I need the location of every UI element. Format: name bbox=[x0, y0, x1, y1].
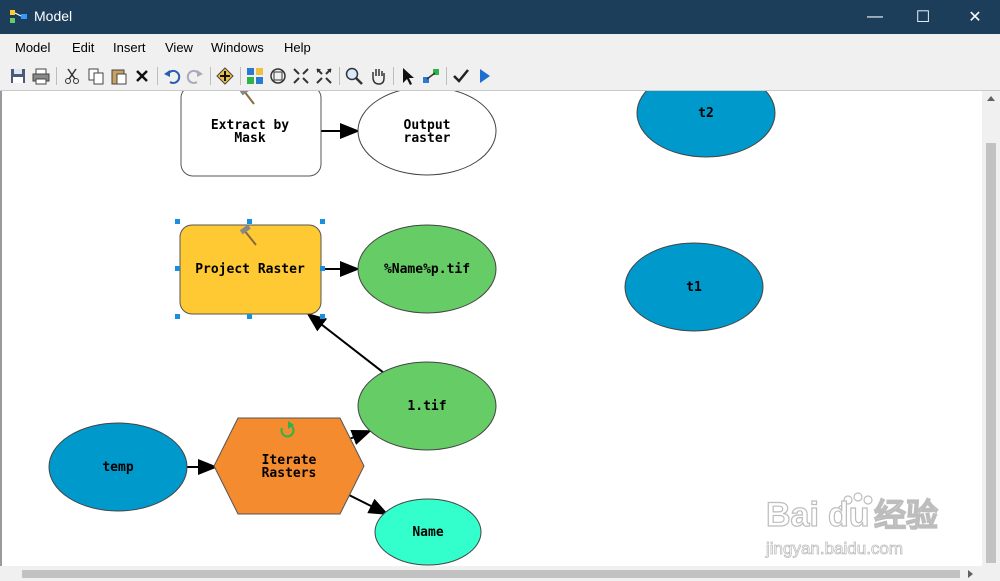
menu-view[interactable]: View bbox=[165, 40, 193, 55]
select-icon[interactable] bbox=[398, 66, 418, 86]
print-icon[interactable] bbox=[31, 66, 51, 86]
node-name[interactable]: Name bbox=[374, 498, 482, 566]
run-icon[interactable] bbox=[474, 66, 494, 86]
node-label: Project Raster bbox=[195, 262, 305, 277]
model-canvas[interactable]: Extract by Mask Output raster Project Ra… bbox=[0, 91, 984, 566]
node-extract-by-mask[interactable]: Extract by Mask bbox=[180, 91, 322, 177]
full-extent-icon[interactable] bbox=[268, 66, 288, 86]
maximize-button[interactable]: ☐ bbox=[915, 9, 931, 26]
menu-model[interactable]: Model bbox=[15, 40, 51, 55]
node-name-p-tif[interactable]: %Name%p.tif bbox=[357, 224, 497, 314]
node-label: Name bbox=[412, 525, 443, 540]
node-label: Mask bbox=[234, 131, 265, 146]
close-button[interactable]: ✕ bbox=[968, 9, 982, 26]
node-t1[interactable]: t1 bbox=[624, 242, 764, 332]
iterate-icon bbox=[280, 421, 295, 438]
node-label: raster bbox=[404, 131, 451, 146]
watermark-url: jingyan.baidu.com bbox=[765, 539, 903, 558]
scroll-up-arrow[interactable] bbox=[987, 96, 995, 101]
baidu-logo: Bai du 经验 jingyan.baidu.com bbox=[765, 492, 939, 558]
node-label: t1 bbox=[686, 280, 702, 295]
hammer-icon bbox=[239, 91, 255, 105]
node-output-raster[interactable]: Output raster bbox=[357, 91, 497, 176]
node-label: Iterate bbox=[262, 453, 317, 468]
node-label: t2 bbox=[698, 106, 714, 121]
watermark-brand-a: Bai bbox=[766, 496, 819, 534]
selection-handles[interactable] bbox=[175, 219, 325, 319]
horizontal-scrollbar[interactable] bbox=[0, 566, 982, 581]
paw-icon bbox=[837, 492, 873, 514]
add-connection-icon[interactable] bbox=[421, 66, 441, 86]
watermark-brand-b: du bbox=[828, 496, 870, 534]
auto-layout-icon[interactable] bbox=[245, 66, 265, 86]
zoom-in-fixed-icon[interactable] bbox=[291, 66, 311, 86]
node-label: temp bbox=[102, 460, 133, 475]
copy-icon[interactable] bbox=[86, 66, 106, 86]
node-label: Rasters bbox=[262, 466, 317, 481]
scroll-right-arrow[interactable] bbox=[968, 570, 973, 578]
baidu-watermark: Bai du 经验 jingyan.baidu.com bbox=[762, 490, 982, 560]
menu-bar: Model Edit Insert View Windows Help bbox=[0, 34, 1000, 62]
model-app-icon bbox=[10, 10, 27, 23]
title-bar: Model — ☐ ✕ bbox=[0, 0, 1000, 34]
add-data-icon[interactable] bbox=[215, 66, 235, 86]
undo-icon[interactable] bbox=[162, 66, 182, 86]
scrollbar-corner bbox=[982, 566, 1000, 581]
redo-icon[interactable] bbox=[185, 66, 205, 86]
menu-edit[interactable]: Edit bbox=[72, 40, 95, 55]
node-label: %Name%p.tif bbox=[384, 262, 470, 277]
zoom-icon[interactable] bbox=[344, 66, 364, 86]
connector-iterate-to-name[interactable] bbox=[342, 491, 389, 515]
validate-icon[interactable] bbox=[451, 66, 471, 86]
minimize-button[interactable]: — bbox=[867, 8, 883, 25]
node-label: Output bbox=[404, 118, 451, 133]
save-icon[interactable] bbox=[8, 66, 28, 86]
node-t2[interactable]: t2 bbox=[636, 91, 776, 158]
watermark-brand-c: 经验 bbox=[874, 496, 938, 534]
vertical-scrollbar[interactable] bbox=[982, 91, 1000, 566]
node-project-raster[interactable]: Project Raster bbox=[175, 219, 325, 319]
node-iterate-rasters[interactable]: Iterate Rasters bbox=[213, 417, 365, 515]
node-label: 1.tif bbox=[407, 399, 446, 414]
pan-icon[interactable] bbox=[368, 66, 388, 86]
node-temp[interactable]: temp bbox=[48, 422, 188, 512]
node-1-tif[interactable]: 1.tif bbox=[357, 361, 497, 451]
menu-help[interactable]: Help bbox=[284, 40, 311, 55]
delete-icon[interactable] bbox=[132, 66, 152, 86]
cut-icon[interactable] bbox=[62, 66, 82, 86]
menu-windows[interactable]: Windows bbox=[211, 40, 264, 55]
horizontal-scroll-thumb[interactable] bbox=[22, 570, 960, 578]
menu-insert[interactable]: Insert bbox=[113, 40, 146, 55]
vertical-scroll-thumb[interactable] bbox=[986, 143, 996, 563]
window-title: Model bbox=[34, 8, 73, 24]
paste-icon[interactable] bbox=[109, 66, 129, 86]
model-diagram[interactable]: Extract by Mask Output raster Project Ra… bbox=[2, 91, 984, 566]
hammer-icon bbox=[239, 224, 257, 246]
node-label: Extract by bbox=[211, 118, 289, 133]
toolbar bbox=[0, 62, 1000, 91]
connector-1tif-to-project[interactable] bbox=[306, 312, 385, 374]
zoom-out-fixed-icon[interactable] bbox=[314, 66, 334, 86]
